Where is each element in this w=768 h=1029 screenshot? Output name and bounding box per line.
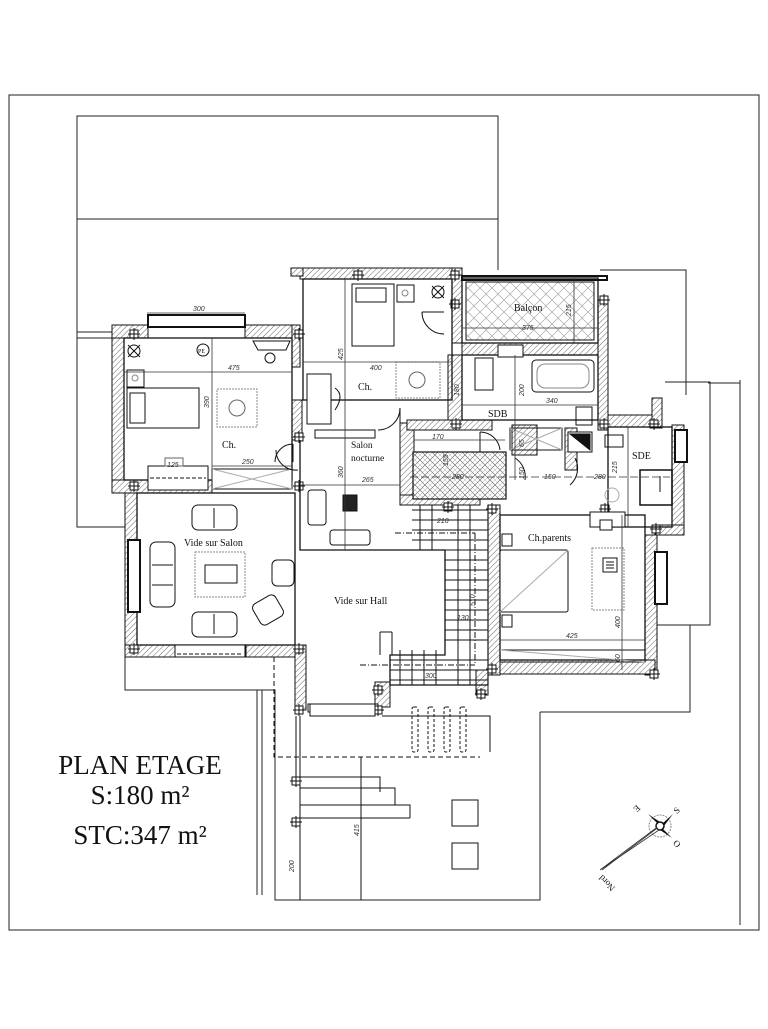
rug-left <box>216 388 258 428</box>
svg-text:375: 375 <box>522 325 534 332</box>
plan-title: PLAN ETAGE <box>58 750 222 780</box>
furniture <box>126 283 673 663</box>
room-label-ch-parents: Ch.parents <box>528 533 571 544</box>
svg-text:265: 265 <box>361 477 374 484</box>
svg-text:125: 125 <box>167 462 179 469</box>
svg-text:150: 150 <box>519 467 526 479</box>
room-label-salon-nocturne-2: nocturne <box>351 454 384 464</box>
sdb-toilet <box>575 406 593 426</box>
compass-west: O <box>671 838 683 850</box>
svg-text:340: 340 <box>546 398 558 405</box>
compass-rose: E S O Nord <box>596 803 682 893</box>
desk-center <box>306 373 332 425</box>
bed-left <box>126 387 200 429</box>
pe-label: PE <box>198 349 205 355</box>
svg-text:170: 170 <box>432 434 444 441</box>
armchair-1 <box>271 559 295 587</box>
svg-text:280: 280 <box>593 474 606 481</box>
room-label-sdb: SDB <box>488 409 508 420</box>
dimension-labels: 300 475 390 250 125 425 400 360 265 170 … <box>167 304 622 873</box>
compass-north: Nord <box>596 873 617 894</box>
rug-parents <box>591 547 625 611</box>
svg-text:425: 425 <box>566 633 578 640</box>
staircase <box>360 505 488 685</box>
sde-closet <box>639 469 673 506</box>
balcon-rail <box>461 275 608 281</box>
balcon-tiles <box>465 281 595 341</box>
svg-text:65: 65 <box>519 439 526 447</box>
svg-text:475: 475 <box>228 365 240 372</box>
left-ledge <box>77 331 112 339</box>
compass-east: E <box>631 803 642 814</box>
svg-text:300: 300 <box>425 673 437 680</box>
plan-surface: S:180 m² <box>90 780 190 810</box>
room-label-vide-salon: Vide sur Salon <box>184 538 243 549</box>
compass-south: S <box>671 805 682 816</box>
room-label-chambre-center: Ch. <box>358 382 372 393</box>
bathtub <box>531 359 595 393</box>
armchair-2 <box>252 594 284 626</box>
bed-center <box>351 283 395 347</box>
svg-text:425: 425 <box>338 348 345 360</box>
plan-title-block: PLAN ETAGE S:180 m² STC:347 m² <box>30 750 250 850</box>
rug-center <box>395 361 441 399</box>
hall-tiles <box>412 451 507 500</box>
svg-text:415: 415 <box>354 824 361 836</box>
svg-text:250: 250 <box>241 459 254 466</box>
svg-text:210: 210 <box>436 518 449 525</box>
dimension-lines <box>124 278 670 690</box>
coffee-table-rug <box>194 551 246 598</box>
entrance-porch <box>273 657 491 900</box>
plan-stc: STC:347 m² <box>73 820 207 850</box>
fixtures <box>127 285 445 358</box>
doors <box>274 311 579 486</box>
room-label-sde: SDE <box>632 451 651 462</box>
sofa-left <box>149 541 176 608</box>
svg-text:150: 150 <box>544 474 556 481</box>
svg-text:200: 200 <box>519 384 526 397</box>
fan-icon <box>127 344 141 358</box>
fan-icon <box>431 285 445 299</box>
parents-closet <box>499 649 646 663</box>
coffee-table <box>204 564 238 584</box>
pe-icon <box>196 343 210 357</box>
svg-text:130: 130 <box>457 615 469 622</box>
sofa-bottom <box>191 611 238 638</box>
svg-text:300: 300 <box>193 306 205 313</box>
room-label-vide-hall: Vide sur Hall <box>334 596 387 607</box>
sofa-top <box>191 504 238 531</box>
svg-text:60: 60 <box>615 654 622 662</box>
sheet-border <box>8 94 760 931</box>
svg-text:400: 400 <box>615 616 622 628</box>
svg-text:510: 510 <box>470 594 477 606</box>
structural-columns <box>128 269 662 828</box>
room-label-chambre-left: Ch. <box>222 440 236 451</box>
room-label-balcon: Balçon <box>514 303 542 314</box>
svg-text:390: 390 <box>204 396 211 408</box>
nightstand-center <box>396 284 415 303</box>
sdb-sink <box>474 357 494 391</box>
room-label-salon-nocturne-1: Salon <box>351 441 373 451</box>
svg-text:360: 360 <box>338 466 345 478</box>
svg-text:215: 215 <box>612 461 619 474</box>
nightstand-left <box>126 369 145 388</box>
svg-text:400: 400 <box>370 365 382 372</box>
site-outline <box>76 115 741 925</box>
svg-text:280: 280 <box>451 474 464 481</box>
svg-text:180: 180 <box>454 384 461 396</box>
shower-tray <box>509 427 563 451</box>
sde-toilet <box>604 434 624 448</box>
svg-text:215: 215 <box>566 304 573 317</box>
room-labels: Ch. Ch. Salon nocturne Balçon SDB SDE Vi… <box>184 303 651 607</box>
svg-text:155: 155 <box>443 454 450 466</box>
svg-text:200: 200 <box>289 860 296 873</box>
